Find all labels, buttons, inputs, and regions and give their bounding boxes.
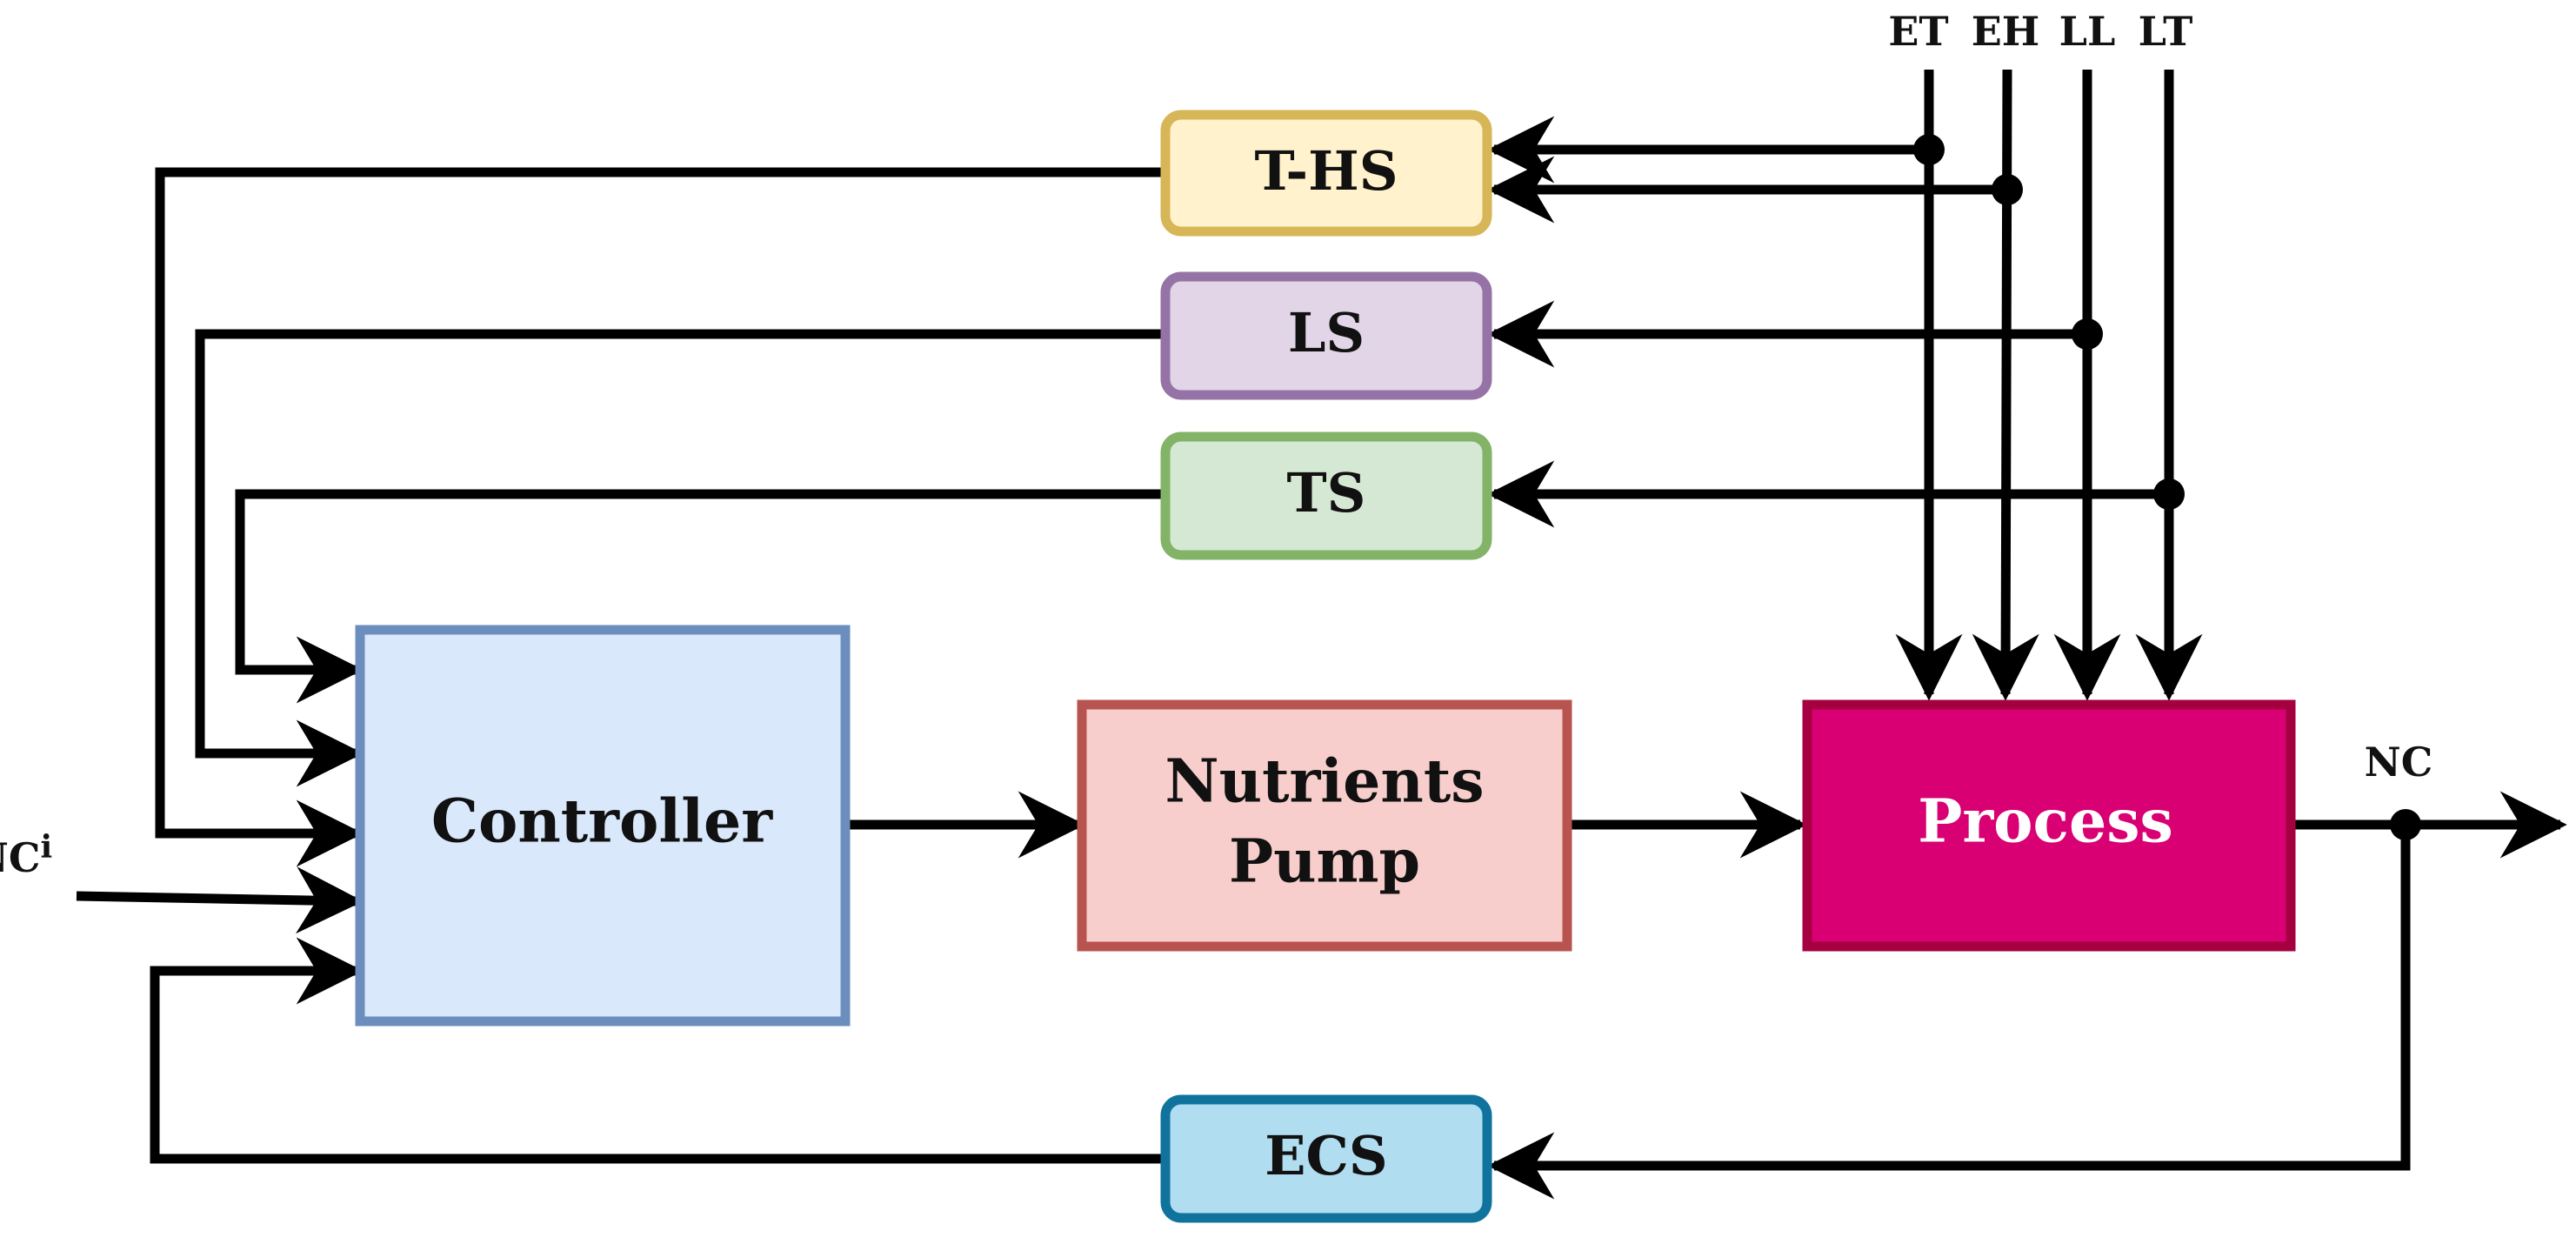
lsensor-border <box>1160 271 1492 400</box>
output-junction-dot <box>2390 809 2421 840</box>
input-label-et: ET <box>1888 8 1948 55</box>
eh-junction-dot <box>1992 174 2023 205</box>
ecs-block: ECS <box>1160 1094 1492 1223</box>
pump-label-line2: Pump <box>1229 827 1420 897</box>
ll-junction-dot <box>2072 318 2103 350</box>
process-box <box>1807 705 2291 946</box>
lsensor-block: LS <box>1160 271 1492 400</box>
lsensor-to-controller-wire <box>195 329 1165 787</box>
pump-border <box>1077 699 1572 952</box>
lt-junction-dot <box>2153 478 2185 510</box>
pump-box <box>1082 705 1567 946</box>
output-to-ecs-wire <box>1487 825 2411 1200</box>
process-label: Process <box>1918 787 2173 857</box>
pump-block: Nutrients Pump <box>1077 699 1572 952</box>
ecs-to-controller-wire <box>150 937 1165 1164</box>
reference-label: NCi <box>0 829 52 881</box>
reference-input-wire <box>76 866 364 934</box>
ecs-label: ECS <box>1265 1124 1387 1187</box>
connection-wires <box>76 69 2567 1200</box>
tsensor-block: TS <box>1160 431 1492 560</box>
controller-block: Controller <box>355 625 851 1027</box>
thsensor-to-controller-wire <box>155 167 1165 867</box>
thsensor-box <box>1165 115 1487 231</box>
tsensor-to-controller-wire <box>235 489 1165 704</box>
output-label-nc: NC <box>2365 739 2433 786</box>
pump-label-line1: Nutrients <box>1165 747 1484 817</box>
controller-label: Controller <box>431 787 773 857</box>
lsensor-label: LS <box>1288 301 1365 365</box>
input-label-lt: LT <box>2139 8 2193 55</box>
tsensor-box <box>1165 437 1487 555</box>
tsensor-label: TS <box>1287 461 1366 525</box>
controller-border <box>355 625 851 1027</box>
tsensor-border <box>1160 431 1492 560</box>
process-border <box>1802 699 2296 952</box>
et-junction-dot <box>1913 134 1945 165</box>
lsensor-box <box>1165 277 1487 395</box>
input-label-eh: EH <box>1972 8 2040 55</box>
signal-labels: ET EH LL LT NC NCi <box>0 8 2433 881</box>
process-block: Process <box>1802 699 2296 952</box>
thsensor-label: T-HS <box>1255 139 1398 203</box>
junction-dots <box>1913 134 2421 840</box>
reference-label-base: NC <box>0 834 40 881</box>
ecs-box <box>1165 1100 1487 1218</box>
input-label-ll: LL <box>2059 8 2116 55</box>
reference-label-sup: i <box>40 829 52 866</box>
ecs-border <box>1160 1094 1492 1223</box>
controller-box <box>360 630 845 1021</box>
thsensor-block: T-HS <box>1160 110 1492 237</box>
eh-to-process-wire <box>1972 69 2039 701</box>
thsensor-border <box>1160 110 1492 237</box>
